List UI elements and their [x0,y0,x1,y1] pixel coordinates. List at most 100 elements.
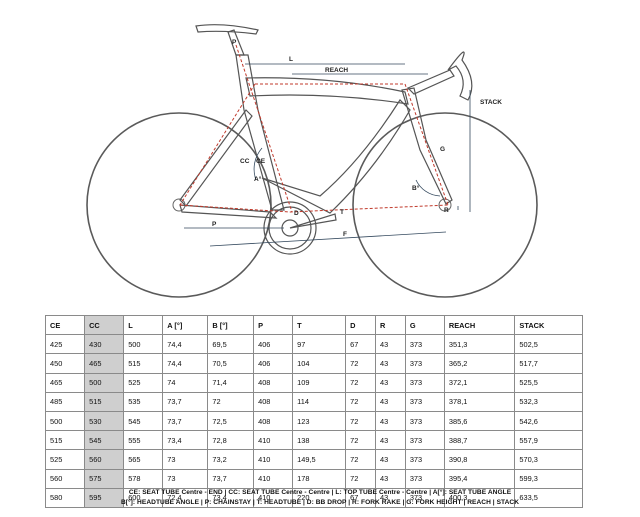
table-cell: 560 [44,468,86,489]
table-cell: 114 [292,391,347,412]
geometry-table: CE CC L A [°] B [°] P T D R G REACH STAC… [44,314,583,508]
col-b: B [°] [207,314,255,336]
table-cell: 600 [123,487,164,508]
rear-wheel [86,112,272,298]
table-cell: 71,4 [207,372,255,393]
table-cell: 351,3 [443,334,516,355]
table-cell: 72 [207,391,255,412]
geometry-labels: P L REACH STACK CC CE A° B° G R D T F P [212,39,502,238]
label-b: B° [412,184,420,192]
table-cell: 72 [345,430,376,451]
table-cell: 525 [123,372,164,393]
bike-drawing: P L REACH STACK CC CE A° B° G R D T F P [86,24,538,298]
table-cell: 502,5 [514,334,583,355]
table-cell: 532,3 [514,391,583,412]
bike-geometry-diagram: P L REACH STACK CC CE A° B° G R D T F P [86,24,538,298]
table-cell: 517,7 [514,353,583,374]
table-cell: 373 [404,410,445,432]
table-cell: 72 [345,353,376,374]
table-cell: 178 [292,468,347,489]
table-cell: 74,4 [162,353,209,374]
label-d: D [294,210,299,217]
col-cc: CC [84,314,125,336]
label-reach: REACH [325,67,348,74]
table-cell: 70,5 [207,353,255,374]
frame [179,24,473,219]
table-cell: 557,9 [514,430,583,451]
table-cell: 74 [162,372,209,393]
table-cell: 485 [44,391,86,412]
col-d: D [345,314,376,336]
col-g: G [404,314,445,336]
table-cell: 450 [44,353,86,374]
table-cell: 365,2 [443,353,516,374]
table-cell: 73,7 [162,410,209,432]
table-cell: 425 [44,334,86,355]
label-f: F [343,231,347,238]
table-cell: 575 [84,468,125,489]
label-r: R [444,207,449,214]
col-stack: STACK [514,314,583,336]
table-cell: 430 [84,334,125,355]
legend-line-1: CE: SEAT TUBE Centre - END | CC: SEAT TU… [128,489,512,496]
table-cell: 570,3 [514,449,583,470]
table-cell: 109 [292,372,347,393]
table-cell: 525,5 [514,372,583,393]
table-cell: 73,2 [207,449,255,470]
table-cell: 104 [292,353,347,374]
table-cell: 73 [162,468,209,489]
table-cell: 580 [44,487,86,508]
table-cell: 560 [84,449,125,470]
table-cell: 500 [123,334,164,355]
table-cell: 73,4 [162,430,209,451]
label-p-top: P [232,39,237,46]
table-cell: 410 [253,430,294,451]
table-cell: 373 [404,468,445,489]
table-cell: 465 [44,372,86,393]
table-cell: 410 [253,487,294,508]
table-cell: 43 [374,353,406,374]
col-r: R [374,314,406,336]
label-a: A° [254,175,262,183]
table-cell: 408 [253,372,294,393]
table-cell: 465 [84,353,125,374]
table-cell: 500 [44,410,86,432]
col-p: P [253,314,294,336]
table-cell: 373 [404,334,445,355]
label-g: G [440,146,445,153]
col-ce: CE [44,314,86,336]
table-cell: 72,8 [207,430,255,451]
table-cell: 515 [84,391,125,412]
table-cell: 565 [123,449,164,470]
table-cell: 373 [404,372,445,393]
table-cell: 43 [374,487,406,508]
table-cell: 43 [374,430,406,451]
col-l: L [123,314,164,336]
table-header-row: CE CC L A [°] B [°] P T D R G REACH STAC… [44,314,583,336]
table-cell: 535 [123,391,164,412]
table-cell: 378,1 [443,391,516,412]
table-cell: 390,8 [443,449,516,470]
table-cell: 395,4 [443,468,516,489]
table-cell: 525 [44,449,86,470]
table-cell: 500 [84,372,125,393]
table-cell: 97 [292,334,347,355]
geometry-lines-blue [184,63,471,247]
label-ce: CE [256,158,266,165]
table-cell: 595 [84,487,125,508]
table-cell: 599,3 [514,468,583,489]
table-cell: 149,5 [292,449,347,470]
table-cell: 43 [374,410,406,432]
col-a: A [°] [162,314,209,336]
table-cell: 43 [374,334,406,355]
legend-line-2: B[°]: HEADTUBE ANGLE | P: CHAINSTAY | T:… [120,499,520,506]
table-cell: 578 [123,468,164,489]
table-cell: 72 [345,391,376,412]
